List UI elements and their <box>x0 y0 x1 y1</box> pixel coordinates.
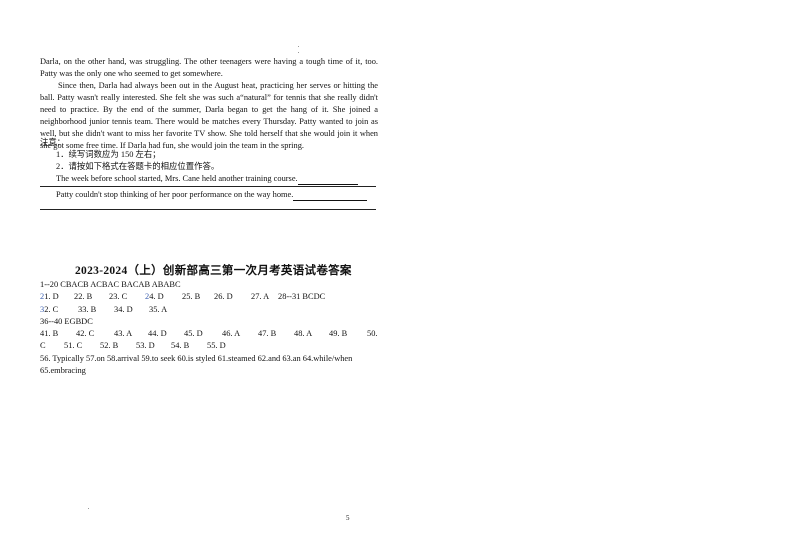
answer-key: 1--20 CBACB ACBAC BACAB ABABC 21. D 22. … <box>40 279 380 377</box>
story-paragraph-2: Since then, Darla had always been out in… <box>40 81 378 150</box>
answer-row-1: 1--20 CBACB ACBAC BACAB ABABC <box>40 280 181 289</box>
prompt-1: The week before school started, Mrs. Can… <box>56 174 298 183</box>
answer-item: 35. A <box>149 304 168 314</box>
scan-dot <box>88 508 89 509</box>
answer-item: 27. A <box>251 292 270 302</box>
prompt-2: Patty couldn't stop thinking of her poor… <box>56 190 294 199</box>
answer-item: 44. D <box>148 329 167 339</box>
answer-item: 51. C <box>64 341 83 351</box>
answer-key-title: 2023-2024（上）创新部高三第一次月考英语试卷答案 <box>75 265 352 277</box>
answer-num-prefix: 2 <box>145 292 150 302</box>
prompt-line-2: Patty couldn't stop thinking of her poor… <box>40 189 378 201</box>
prompt-line-1: The week before school started, Mrs. Can… <box>40 173 378 185</box>
answer-item: 4. D <box>149 292 164 302</box>
answer-blank <box>293 191 368 201</box>
answer-row-3: 32. C 33. B 34. D 35. A <box>40 304 380 316</box>
writing-notes: 注意： 1．续写词数应为 150 左右； 2．请按如下格式在答题卡的相应位置作答… <box>40 137 378 185</box>
answer-item: 41. B <box>40 329 59 339</box>
answer-item: 22. B <box>74 292 93 302</box>
answer-line <box>40 186 376 187</box>
answer-item: 33. B <box>78 304 97 314</box>
answer-row-6: C 51. C 52. B 53. D 54. B 55. D <box>40 340 380 352</box>
answer-item: 54. B <box>171 341 190 351</box>
answer-blank <box>297 175 358 185</box>
answer-item: 34. D <box>114 304 133 314</box>
answer-item: 28--31 BCDC <box>278 292 326 302</box>
answer-item: 48. A <box>294 329 313 339</box>
answer-item: 25. B <box>182 292 201 302</box>
answer-row-5: 41. B 42. C 43. A 44. D 45. D 46. A 47. … <box>40 328 380 340</box>
story-text: Darla, on the other hand, was struggling… <box>40 56 378 152</box>
answer-item: 23. C <box>109 292 128 302</box>
answer-line <box>40 209 376 210</box>
answer-row-2: 21. D 22. B 23. C 24. D 25. B 26. D 27. … <box>40 291 380 303</box>
answer-num-prefix: 3 <box>40 304 45 314</box>
notes-label: 注意： <box>40 138 66 147</box>
answer-row-8: 65.embracing <box>40 366 86 376</box>
scan-dot <box>298 46 299 47</box>
notes-item-2: 2．请按如下格式在答题卡的相应位置作答。 <box>56 162 220 171</box>
answer-item: 2. C <box>44 304 59 314</box>
answer-item: 47. B <box>258 329 277 339</box>
answer-item: 42. C <box>76 329 95 339</box>
answer-item: 53. D <box>136 341 155 351</box>
scan-dot <box>298 52 299 53</box>
story-paragraph-1: Darla, on the other hand, was struggling… <box>40 57 378 78</box>
writing-notes-2: Patty couldn't stop thinking of her poor… <box>40 189 378 201</box>
answer-item: 46. A <box>222 329 241 339</box>
notes-item-1: 1．续写词数应为 150 左右； <box>56 150 161 159</box>
answer-item: 50. <box>367 329 378 339</box>
answer-row-7: 56. Typically 57.on 58.arrival 59.to see… <box>40 353 353 363</box>
answer-item: 45. D <box>184 329 203 339</box>
answer-item: 43. A <box>114 329 133 339</box>
answer-item: 26. D <box>214 292 233 302</box>
answer-item: C <box>40 341 46 351</box>
answer-item: 52. B <box>100 341 119 351</box>
answer-row-4: 36--40 EGBDC <box>40 316 93 326</box>
answer-num-prefix: 2 <box>40 292 45 302</box>
answer-item: 1. D <box>44 292 59 302</box>
answer-item: 49. B <box>329 329 348 339</box>
answer-item: 55. D <box>207 341 226 351</box>
page-number: 5 <box>346 514 350 522</box>
